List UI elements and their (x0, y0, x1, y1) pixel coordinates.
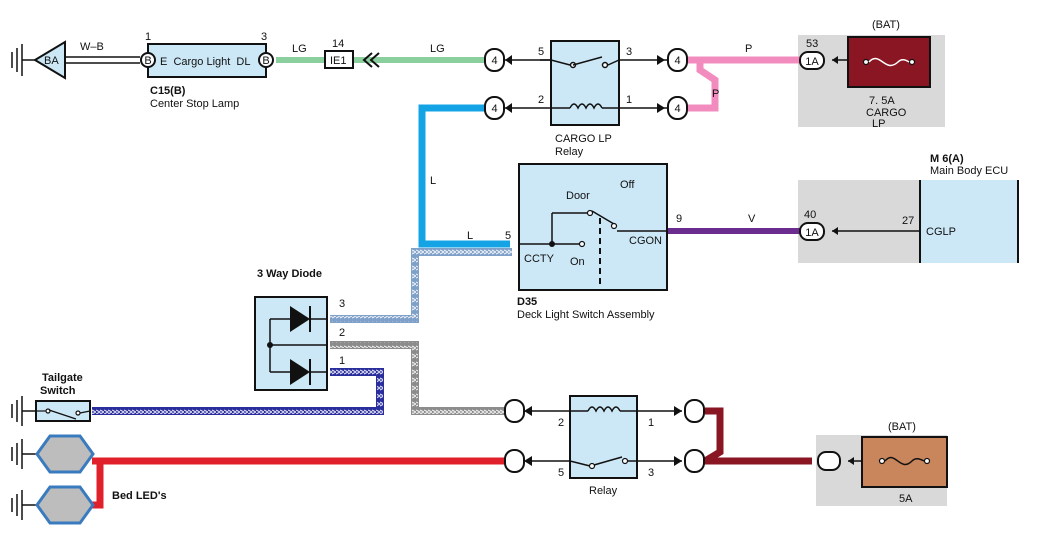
wire-maroon (692, 407, 812, 465)
wire-p-label-2: P (712, 88, 719, 100)
cargo-light-code: C15(B) (150, 85, 186, 97)
junction-4-a: 4 (484, 48, 512, 72)
svg-text:4: 4 (491, 103, 497, 115)
body-ecu-panel (798, 180, 920, 263)
body-ecu-pin-outer: 40 (804, 209, 816, 221)
deck-switch-door: Door (566, 190, 590, 202)
body-ecu: M 6(A) Main Body ECU 40 1A 27 CGLP (799, 153, 1019, 263)
cargo-light-pin-right: 3 (261, 31, 267, 43)
deck-switch-pin-right: 9 (676, 213, 682, 225)
body-ecu-terminal: CGLP (926, 226, 956, 238)
body-ecu-name: Main Body ECU (930, 165, 1008, 177)
cargo-relay-name-1: CARGO LP (555, 133, 612, 145)
relay-2-pin3: 3 (648, 467, 654, 479)
cargo-fuse: (BAT) 53 1A 7. 5A CARGO LP (799, 19, 931, 130)
wire-gray (330, 341, 505, 415)
cargo-light: B B 1 3 E Cargo Light DL C15(B) Center S… (140, 31, 274, 110)
wire-l-label-2: L (467, 230, 473, 242)
body-ecu-code: M 6(A) (930, 153, 964, 165)
relay-2-pin1: 1 (648, 417, 654, 429)
wire-steel (330, 248, 512, 323)
svg-text:4: 4 (491, 55, 497, 67)
junction-4-d: 4 (657, 96, 688, 120)
cargo-fuse-rating: 7. 5A (869, 95, 895, 107)
wire-lg-label-2: LG (430, 43, 445, 55)
relay-2-pin5: 5 (558, 467, 564, 479)
wire-navy (92, 368, 384, 415)
cargo-light-name: E Cargo Light DL (160, 56, 251, 68)
bed-led-2 (11, 485, 95, 525)
wire-wb: W–B (65, 41, 140, 64)
relay-2-name: Relay (589, 485, 618, 497)
diode-pin2: 2 (339, 327, 345, 339)
cargo-fuse-name-1: CARGO (866, 107, 907, 119)
relay-2-pin2: 2 (558, 417, 564, 429)
bed-led-1 (11, 434, 95, 474)
tailgate-switch: Tailgate Switch (11, 372, 91, 426)
body-ecu-conn: 1A (805, 227, 819, 239)
deck-switch: 5 9 Door Off On CCTY CGON D35 Deck Light… (505, 163, 682, 321)
deck-switch-off: Off (620, 179, 635, 191)
cargo-relay-pin3: 3 (626, 46, 632, 58)
cargo-light-desc: Center Stop Lamp (150, 98, 239, 110)
fuse-5a: (BAT) 5A (817, 421, 948, 505)
cargo-fuse-pin: 53 (806, 38, 818, 50)
fuse-5a-header: (BAT) (888, 421, 916, 433)
three-way-diode: 3 Way Diode 3 2 1 (254, 268, 345, 391)
ie1-label: IE1 (330, 55, 347, 67)
wire-wb-label: W–B (80, 41, 104, 53)
ie1-connector: 14 IE1 (324, 38, 380, 69)
deck-switch-cgon: CGON (629, 235, 662, 247)
deck-switch-pin-left: 5 (505, 230, 511, 242)
deck-switch-desc: Deck Light Switch Assembly (517, 309, 655, 321)
junction-4-b: 4 (484, 96, 512, 120)
bed-leds-label: Bed LED's (112, 490, 167, 502)
cargo-light-pin-right-letter: B (262, 55, 269, 67)
cargo-light-pin-left-letter: B (144, 55, 151, 67)
tailgate-label-1: Tailgate (42, 372, 83, 384)
wire-l-label-1: L (430, 175, 436, 187)
cargo-fuse-name-2: LP (872, 118, 885, 130)
cargo-fuse-conn: 1A (805, 56, 819, 68)
svg-text:4: 4 (674, 103, 680, 115)
cargo-relay: 5 3 2 1 CARGO LP Relay (538, 40, 632, 158)
svg-text:4: 4 (674, 55, 680, 67)
deck-switch-code: D35 (517, 296, 537, 308)
ground-ba-label: BA (44, 55, 59, 67)
wire-lg-label-1: LG (292, 43, 307, 55)
cargo-light-pin-left: 1 (145, 31, 151, 43)
diode-title: 3 Way Diode (257, 268, 322, 280)
cargo-relay-pin5: 5 (538, 46, 544, 58)
junction-4-c: 4 (657, 48, 688, 72)
fuse-5a-rating: 5A (899, 493, 913, 505)
tailgate-label-2: Switch (40, 385, 76, 397)
diode-pin3: 3 (339, 298, 345, 310)
deck-switch-on: On (570, 256, 585, 268)
cargo-relay-pin1: 1 (626, 94, 632, 106)
wire-p-label-1: P (745, 43, 752, 55)
cargo-fuse-header: (BAT) (872, 19, 900, 31)
diode-pin1: 1 (339, 355, 345, 367)
wire-pink (688, 56, 800, 112)
deck-switch-ccty: CCTY (524, 253, 555, 265)
ground-symbol-top (11, 44, 35, 76)
body-ecu-pin-inner: 27 (902, 215, 914, 227)
wire-v-label: V (748, 213, 756, 225)
ie1-pin: 14 (332, 38, 344, 50)
relay-2: 2 1 5 3 Relay (504, 395, 705, 497)
cargo-relay-name-2: Relay (555, 146, 584, 158)
wire-blue (418, 104, 510, 248)
cargo-relay-pin2: 2 (538, 94, 544, 106)
ground-ba-connector: BA (33, 40, 66, 80)
